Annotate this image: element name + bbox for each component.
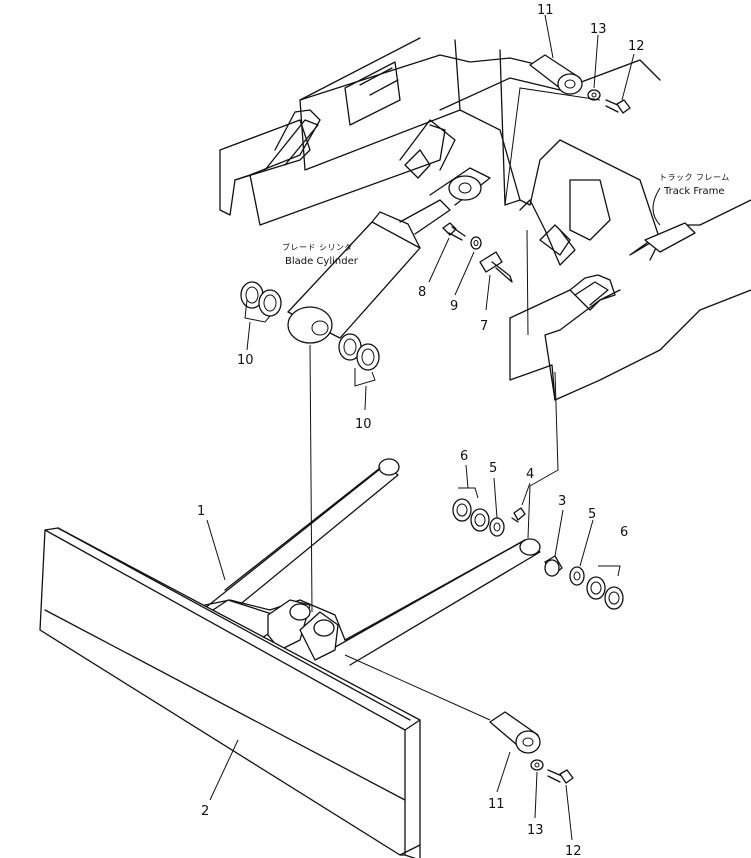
bolt-12-top: [605, 99, 631, 114]
svg-text:Blade Cylinder: Blade Cylinder: [285, 256, 359, 267]
washer-13-top: [587, 89, 601, 101]
track-frame: [219, 37, 751, 401]
spacer-5-right: [569, 566, 585, 586]
bolt-8: [442, 222, 466, 241]
shim-set-6-left: [452, 498, 490, 532]
callout-12-bottom: 12: [565, 844, 582, 858]
bolt-12-bottom: [547, 769, 574, 784]
callout-12-top: 12: [628, 39, 645, 54]
callout-11-top: 11: [537, 3, 554, 18]
shim-set-6-right: [586, 576, 624, 610]
callout-6-right: 6: [620, 525, 628, 540]
callout-3: 3: [558, 494, 566, 509]
callout-8: 8: [418, 285, 426, 300]
callout-leaders: [206, 14, 635, 841]
callout-4: 4: [526, 467, 534, 482]
track-frame-label: トラック フレーム Track Frame: [644, 173, 730, 253]
svg-text:トラック フレーム: トラック フレーム: [659, 173, 730, 182]
callout-10-lower: 10: [355, 417, 372, 432]
grease-fitting-4: [511, 507, 526, 523]
bushing-3: [544, 555, 563, 577]
callout-numbers: 1 2 3 4 5 5 6 6 7 8 9 10 10 11 11 12 12 …: [197, 3, 645, 858]
pin-11-bottom: [489, 711, 541, 754]
shim-set-10-lower: [338, 333, 380, 371]
callout-5-left: 5: [489, 461, 497, 476]
callout-11-bottom: 11: [488, 797, 505, 812]
washer-9: [470, 236, 482, 250]
callout-10-upper: 10: [237, 353, 254, 368]
assembly-lines: [244, 87, 621, 721]
callout-5-right: 5: [588, 507, 596, 522]
spacer-5-left: [489, 517, 505, 537]
callout-9: 9: [450, 299, 458, 314]
pin-7: [479, 251, 513, 283]
svg-text:ブレード シリンダ: ブレード シリンダ: [282, 242, 353, 252]
washer-13-bottom: [530, 759, 544, 771]
blade-frame: [199, 458, 541, 701]
shim-set-10-upper: [240, 281, 282, 317]
dozer-blade: [39, 527, 421, 858]
pin-11-top: [529, 54, 583, 95]
blade-cylinder-label: ブレード シリンダ Blade Cylinder: [282, 242, 359, 267]
callout-13-top: 13: [590, 22, 607, 37]
callout-7: 7: [480, 319, 488, 334]
svg-text:Track Frame: Track Frame: [663, 186, 725, 197]
callout-6-left: 6: [460, 449, 468, 464]
callout-1: 1: [197, 504, 205, 519]
callout-2: 2: [201, 804, 209, 819]
callout-13-bottom: 13: [527, 823, 544, 838]
blade-cylinder: [287, 167, 491, 344]
